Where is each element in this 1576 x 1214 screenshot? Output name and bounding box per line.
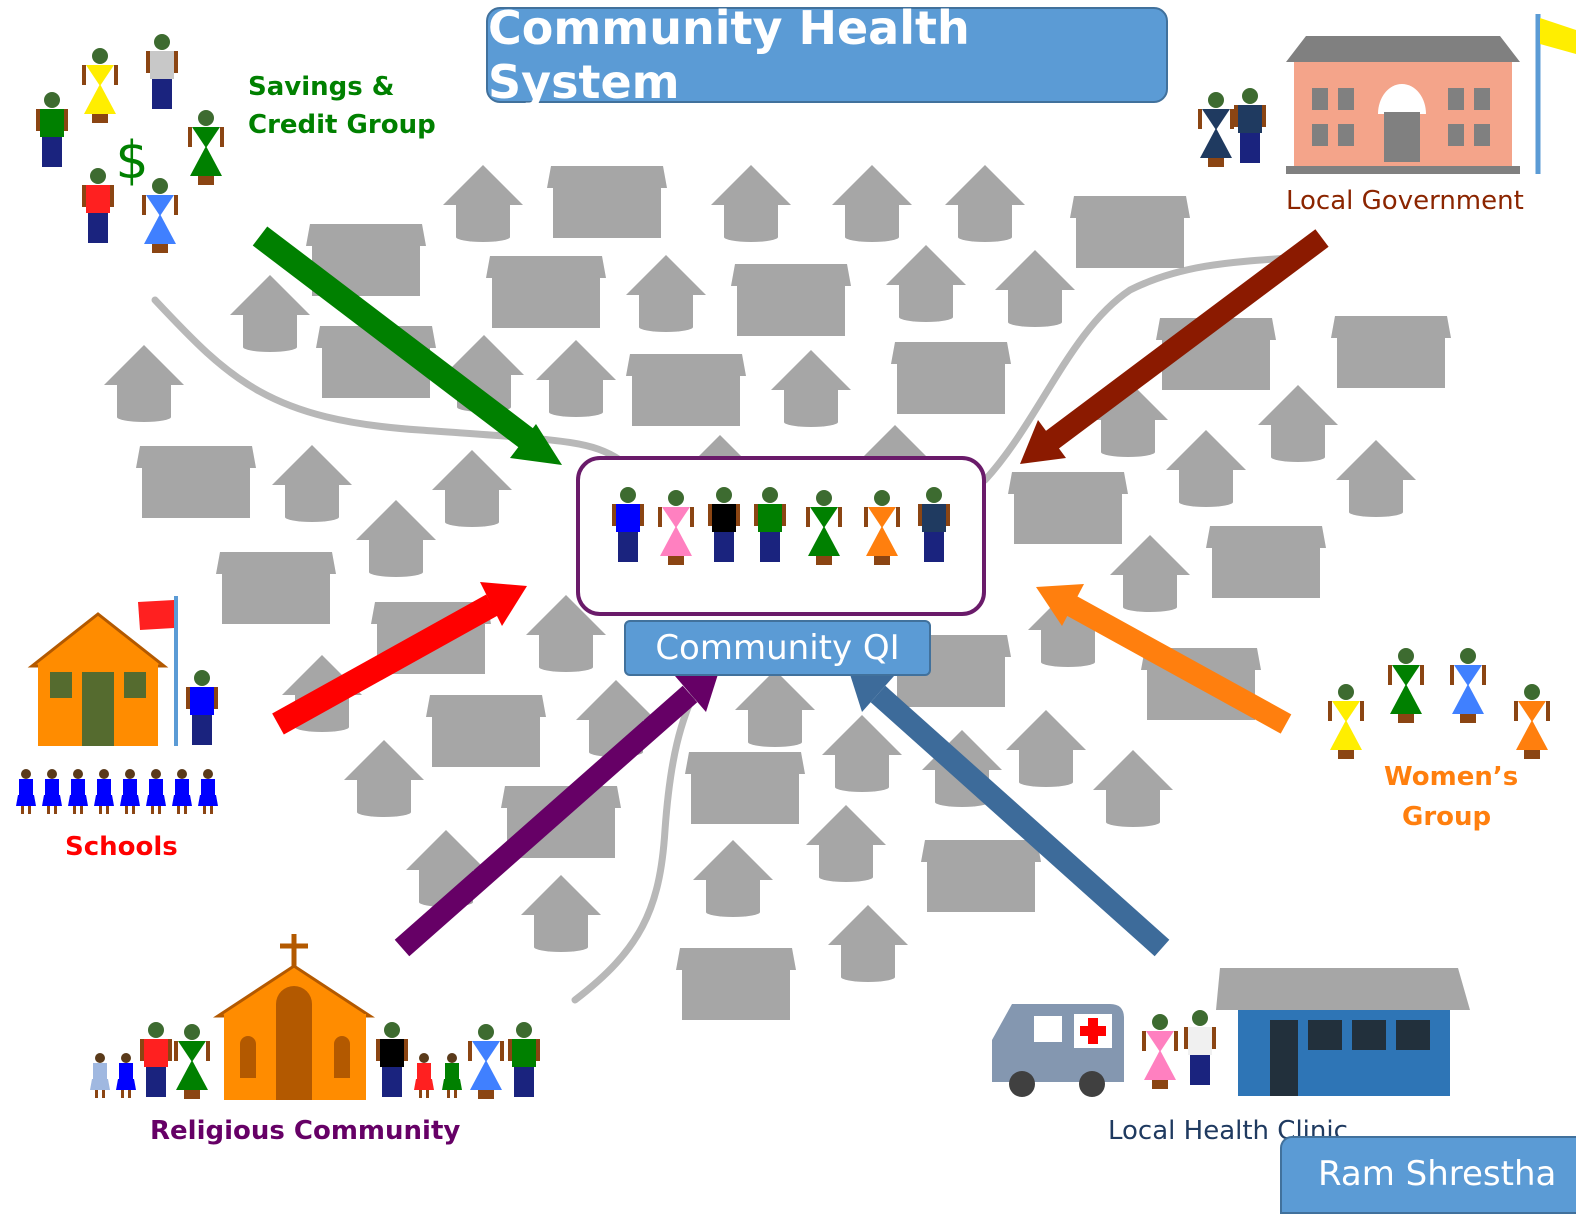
religious-arrow [394, 668, 720, 957]
clinic-arrow [848, 668, 1170, 957]
roads [151, 254, 1294, 1004]
schools-label: Schools [65, 832, 178, 862]
community-qi-label: Community QI [624, 620, 931, 676]
religious-community [90, 934, 540, 1100]
page-title: Community Health System [486, 1, 1168, 109]
clinic-icon [1216, 968, 1470, 1010]
government-arrow [1020, 229, 1329, 464]
local-health-clinic [992, 968, 1470, 1097]
local-government-building [1198, 14, 1576, 174]
arrows [252, 226, 1329, 957]
local-government-label: Local Government [1286, 186, 1524, 216]
community-qi-hub [576, 456, 986, 616]
savings-arrow [252, 226, 562, 465]
savings-credit-group: $ [36, 34, 224, 253]
savings-group-label-line2: Credit Group [248, 110, 436, 140]
womens-group [1328, 648, 1550, 759]
government-building-icon [1286, 36, 1520, 62]
author-badge: Ram Shrestha [1280, 1136, 1576, 1214]
dollar-icon: $ [115, 131, 148, 191]
womens-group-label-line2: Group [1402, 802, 1492, 832]
womens-group-label-line1: Women’s [1384, 762, 1519, 792]
savings-group-label-line1: Savings & [248, 72, 395, 102]
womens-arrow [1036, 584, 1292, 734]
ambulance-icon [992, 1004, 1124, 1097]
school-children [16, 769, 218, 814]
schools-arrow [272, 582, 527, 735]
religious-community-label: Religious Community [150, 1116, 461, 1146]
school-building [16, 596, 218, 814]
